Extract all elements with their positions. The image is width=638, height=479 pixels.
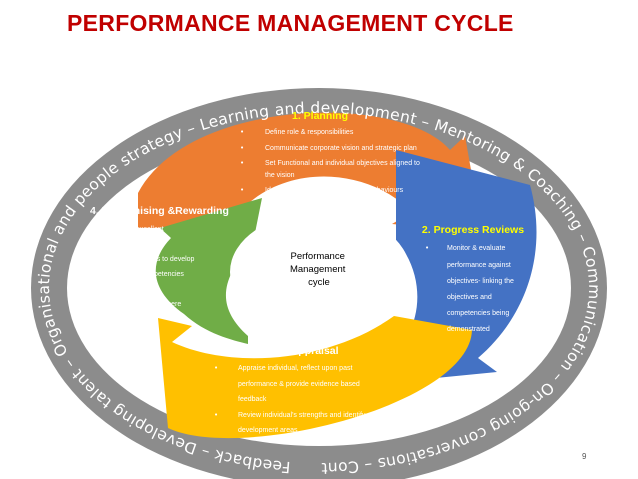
recognising-title: 4. Recognising &Rewarding: [90, 205, 229, 217]
recognising-bullet-2-line-2: skills and competencies: [110, 271, 184, 278]
planning-bullet-4-line-1: Identify competencies & required behavio…: [265, 187, 404, 194]
recognising-bullet-1-line-2: performance: [110, 241, 149, 248]
recognising-bullet-2-line-3: (e.g. PiP): [110, 286, 139, 293]
progress-bullet-1-line-5: competencies being: [447, 310, 509, 317]
page-title: PERFORMANCE MANAGEMENT CYCLE: [67, 10, 514, 36]
progress-bullet-1-line-6: demonstrated: [447, 326, 490, 333]
planning-bullet-2-marker: •: [240, 144, 244, 152]
planning-bullet-4-marker: •: [240, 186, 244, 194]
recognising-bullet-3-line-2: necessary: [110, 316, 142, 323]
segment-recognising-rewarding: [155, 198, 262, 344]
center-line-1: Performance: [290, 251, 344, 262]
page-number: 9: [582, 452, 587, 461]
center-line-3: cycle: [308, 277, 330, 288]
progress-bullet-1-marker: •: [425, 244, 429, 252]
planning-bullets: • Define role & responsibilities • Commu…: [240, 128, 420, 194]
segment-planning: [138, 112, 482, 232]
appraisal-bullet-2-line-1: Review individual's strengths and identi…: [238, 412, 366, 419]
recognising-bullet-3-marker: •: [90, 300, 94, 308]
planning-bullet-3-line-1: Set Functional and individual objectives…: [265, 160, 420, 167]
center-label: Performance Management cycle: [290, 251, 348, 288]
recognising-bullet-3-line-1: Agree sanctions where: [110, 301, 181, 308]
appraisal-bullet-1-line-3: feedback: [238, 396, 267, 403]
appraisal-bullet-2-line-2: development areas: [238, 427, 298, 434]
planning-bullet-1-line-1: Define role & responsibilities: [265, 129, 354, 136]
recognising-bullet-2-marker: •: [90, 255, 94, 263]
planning-bullet-2-line-1: Communicate corporate vision and strateg…: [265, 145, 417, 152]
center-ellipse: [230, 212, 410, 332]
recognising-segment-shape: [155, 198, 262, 344]
progress-bullet-1-line-1: Monitor & evaluate: [447, 245, 505, 252]
planning-bullet-3-marker: •: [240, 159, 244, 167]
planning-bullet-3-line-2: the vision: [265, 172, 295, 179]
center-line-2: Management: [290, 264, 346, 275]
segment-appraisal: [158, 316, 472, 439]
appraisal-segment-shape: [158, 316, 472, 439]
appraisal-bullet-1-line-1: Appraise individual, reflect upon past: [238, 365, 352, 372]
progress-bullets: • Monitor & evaluate performance against…: [425, 244, 514, 333]
progress-bullet-1-line-4: objectives and: [447, 294, 492, 301]
appraisal-title: 3. Appraisal: [279, 345, 338, 357]
appraisal-bullet-1-line-2: performance & provide evidence based: [238, 381, 360, 388]
planning-title: 1. Planning: [292, 110, 348, 122]
progress-bullet-1-line-2: performance against: [447, 262, 511, 269]
recognising-bullet-1-line-1: Reward excellent: [110, 226, 164, 233]
progress-bullet-1-line-3: objectives- linking the: [447, 278, 514, 285]
appraisal-bullets: • Appraise individual, reflect upon past…: [214, 364, 366, 434]
recognising-bullet-1-marker: •: [90, 225, 94, 233]
appraisal-bullet-1-marker: •: [214, 364, 218, 372]
planning-segment-shape: [138, 112, 482, 232]
planning-bullet-1-marker: •: [240, 128, 244, 136]
recognising-bullets: • Reward excellent performance • Decide …: [90, 225, 195, 323]
recognising-bullet-2-line-1: Decide on steps to develop: [110, 256, 195, 263]
appraisal-bullet-2-marker: •: [214, 411, 218, 419]
progress-title: 2. Progress Reviews: [422, 224, 524, 236]
